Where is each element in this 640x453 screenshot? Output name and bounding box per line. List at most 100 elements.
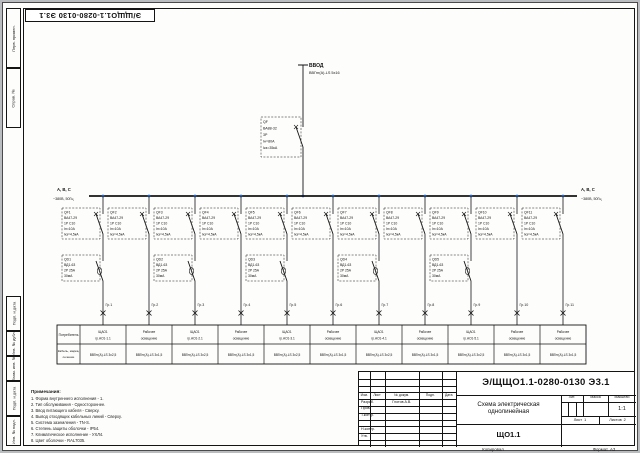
note-item: 3. Ввод питающего кабеля - Сверху. [31,408,100,413]
feeder-rcd-text: 30мА [340,274,349,278]
load-mark [238,310,244,316]
table-cable: ВВГнг(А)-LS 3х2,5 [458,353,485,357]
feeder-breaker-text: Iн=10А [202,227,214,231]
feeder-breaker-text: 1P C10 [156,222,167,226]
table-consumer: освещение [325,337,342,341]
device-box [475,207,515,240]
device-box [245,207,285,240]
breaker-cross [323,211,329,217]
tb-line [599,416,600,424]
incoming-breaker-text: Iн=80А [263,140,275,144]
tb-sheets-value: 2 [623,417,626,422]
breaker-blade [295,126,304,148]
breaker-cross [369,211,375,217]
breaker-blade [371,213,380,235]
tb-sheet: Лист 1 [561,416,599,424]
table-consumer: гр.АО1-2.1 [187,337,203,341]
feeder-breaker-text: 1P C10 [340,222,351,226]
format-value: А3 [610,446,616,452]
breaker-blade [95,213,104,235]
rcd-symbol [97,267,103,275]
feeder-rcd-text: 2P 25А [432,269,444,273]
breaker-cross [293,124,299,130]
tb-doc-title-line1: Схема электрическая [477,401,540,409]
feeder-group-label: Гр.6 [336,303,343,307]
breaker-cross [415,211,421,217]
table-cable: ВВГнг(А)-LS 3х1,5 [504,353,531,357]
feeder-breaker-text: QF4 [202,211,209,215]
note-item: 5. Система заземления - TN-S. [31,420,90,425]
device-box [429,254,469,282]
tb-col-list: Лист [373,392,381,397]
breaker-cross [139,211,145,217]
feeder-breaker-text: Iн=10А [524,227,536,231]
breaker-cross [507,211,513,217]
table-cable: ВВГнг(А)-LS 3х1,5 [412,353,439,357]
tb-line [359,406,456,407]
device-box [429,207,469,240]
feeder-breaker-text: ВА47-29 [478,216,491,220]
breaker-blade [325,213,334,235]
tb-designation: Э/ЩЩО1.1-0280-0130 Э3.1 [482,377,610,389]
table-consumer: ЩАО1 [98,330,108,334]
feeder-rcd-text: ВД1-63 [156,263,167,267]
breaker-blade [509,213,518,235]
feeder-breaker-text: ВА47-29 [294,216,307,220]
table-consumer: освещение [417,337,434,341]
feeder-rcd-text: 2P 25А [64,269,76,273]
tb-line [608,394,609,416]
notes-block: Примечания: 1. Форма внутреннего исполне… [31,389,261,444]
device-box [153,207,193,240]
feeder-breaker-text: Iкз=4,5кА [432,233,447,237]
note-item: 6. Степень защиты оболочки - IP54. [31,426,100,431]
feeder-breaker-text: QF1 [64,211,71,215]
tb-col-podp: Подп. [425,392,435,397]
device-box [291,207,331,240]
table-consumer: Рабочее [419,330,432,334]
load-mark [146,310,152,316]
breaker-blade [233,213,242,235]
table-consumer: гр.АО1-4.1 [371,337,387,341]
title-block: Э/ЩЩО1.1-0280-0130 Э3.1 Изм. Лист № доку… [358,371,636,447]
rcd-symbol [280,267,286,275]
notes-title: Примечания: [31,389,61,394]
margin-box-inv-dubl: Инв. № дубл. [6,331,21,356]
tb-line [561,423,636,425]
device-box [61,207,101,240]
device-box [61,254,101,282]
tb-line [568,401,570,416]
tb-name-razrab: Глотов А.В. [392,399,412,404]
feeder-breaker-text: 1P C10 [110,222,121,226]
feeder-group-label: Гр.9 [474,303,481,307]
feeder-breaker-text: Iн=10А [294,227,306,231]
feeder-rcd-text: 30мА [432,274,441,278]
breaker-blade [555,213,564,235]
device-box [260,116,302,158]
feeder-breaker-text: QF5 [248,211,255,215]
feeder-group-label: Гр.11 [566,303,574,307]
breaker-blade [187,213,196,235]
feeder-rcd-text: ВД1-63 [432,263,443,267]
format-word: Формат [592,446,608,452]
feeder-breaker-text: Iн=10А [340,227,352,231]
feeder-group-label: Гр.8 [428,303,435,307]
tb-col-izm: Изм. [360,392,368,397]
feeder-breaker-text: Iкз=4,5кА [340,233,355,237]
load-mark [560,310,566,316]
tb-sheets-label: Листов [609,417,622,422]
feeder-rcd-text: 2P 25А [248,269,260,273]
breaker-cross [461,211,467,217]
feeder-group-label: Гр.2 [152,303,159,307]
table-consumer: гр.АО1-3.1 [279,337,295,341]
feeder-breaker-text: 1P C10 [478,222,489,226]
table-consumer: Рабочее [143,330,156,334]
tb-doc-title: Схема электрическая однолинейная [456,395,561,425]
table-consumer: Рабочее [235,330,248,334]
kopiroval-label: Копировал [482,446,504,452]
tb-scale-label: Масштаб [614,395,630,400]
feeder-rcd-text: 30мА [64,274,73,278]
margin-box-sprav: Справ. № [6,68,21,128]
load-mark [376,310,382,316]
